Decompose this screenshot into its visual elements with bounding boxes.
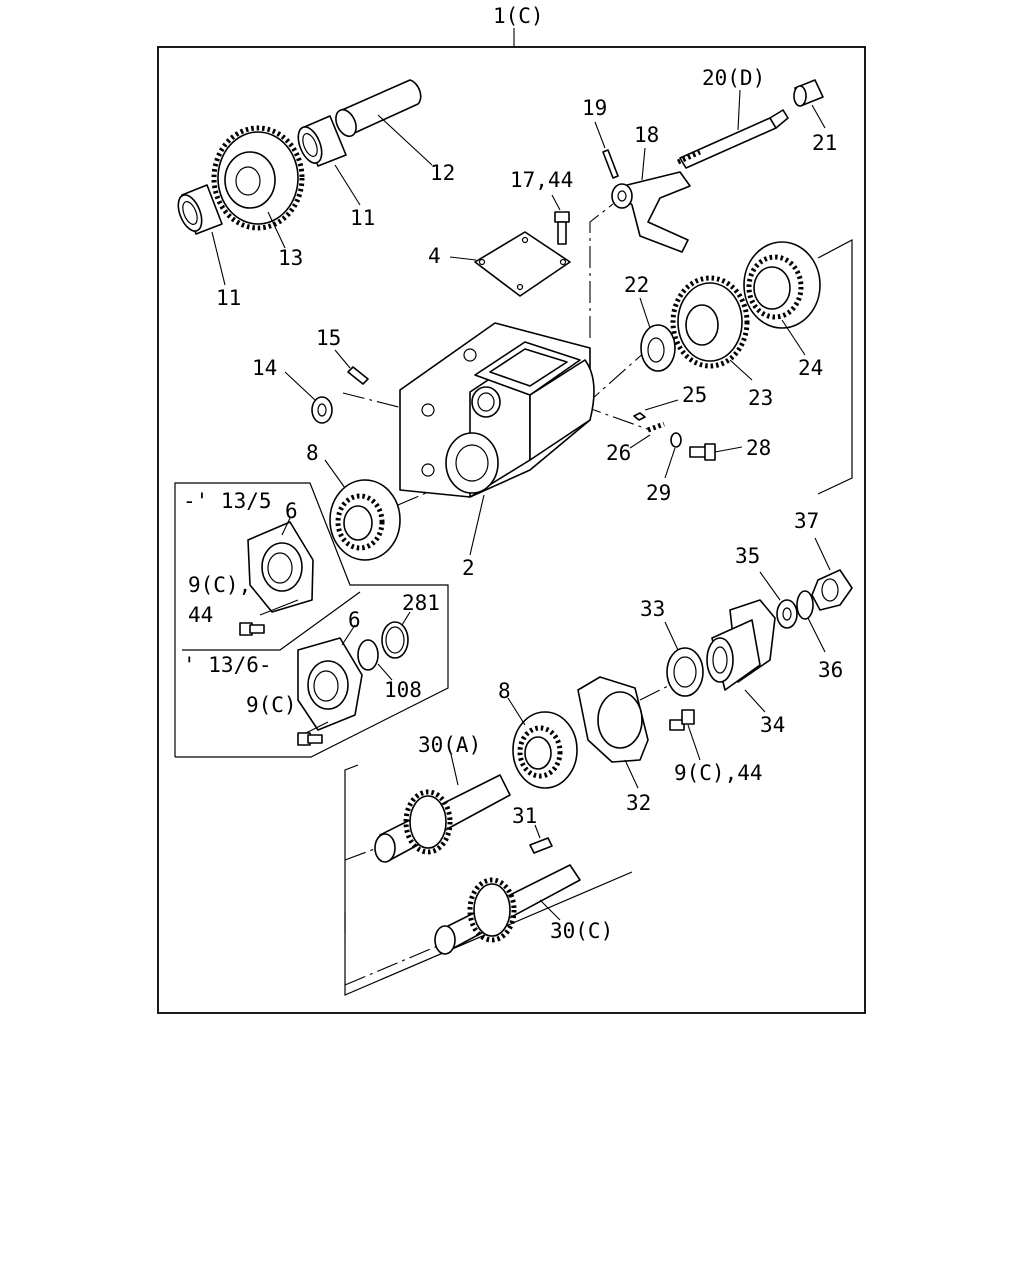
part-19-pin	[594, 121, 619, 179]
variant-label-before: -' 13/5	[183, 489, 272, 513]
callout-11a: 11	[350, 206, 375, 230]
callout-12: 12	[430, 161, 455, 185]
part-34-output-housing	[706, 599, 776, 713]
callout-15: 15	[316, 326, 341, 350]
callout-8a: 8	[306, 441, 319, 465]
callout-36: 36	[818, 658, 843, 682]
callout-6b: 6	[348, 608, 361, 632]
callout-11b: 11	[216, 286, 241, 310]
callout-33: 33	[640, 597, 665, 621]
callout-6a: 6	[285, 499, 298, 523]
callout-9b: 9(C)	[246, 693, 297, 717]
part-18-shift-fork	[611, 147, 691, 253]
callout-21: 21	[812, 131, 837, 155]
callout-281: 281	[402, 591, 440, 615]
callout-37: 37	[794, 509, 819, 533]
callout-9a: 9(C),	[188, 573, 251, 597]
part-9-bolt-before	[239, 622, 265, 636]
callout-25: 25	[682, 383, 707, 407]
part-6-flange-before	[247, 517, 314, 616]
diagram-frame	[157, 46, 866, 1014]
callout-2: 2	[462, 556, 475, 580]
callout-31: 31	[512, 804, 537, 828]
alignment-lines	[342, 203, 669, 986]
part-30a-shaft	[374, 749, 511, 863]
part-9-bolt-after	[297, 732, 323, 746]
part-17-bolt	[551, 194, 570, 245]
part-25-pin	[633, 399, 679, 421]
part-22-washer	[639, 297, 676, 372]
callout-18: 18	[634, 123, 659, 147]
callout-30c: 30(C)	[550, 919, 613, 943]
callout-108: 108	[384, 678, 422, 702]
callout-17: 17,44	[510, 168, 573, 192]
part-8-bearing-upper	[324, 459, 401, 561]
part-31-key	[529, 824, 553, 854]
part-12-shaft	[335, 79, 433, 166]
part-4-cover-plate	[449, 231, 571, 297]
callout-29: 29	[646, 481, 671, 505]
callout-26: 26	[606, 441, 631, 465]
part-9-bolt-right	[669, 709, 701, 761]
callout-28: 28	[746, 436, 771, 460]
part-2-housing	[399, 322, 595, 556]
part-24-sleeve	[743, 241, 821, 356]
part-37-nut	[811, 537, 853, 611]
part-26-spring	[629, 421, 665, 449]
assembly-label: 1(C)	[493, 4, 544, 28]
bracket-right	[817, 239, 853, 495]
part-11-bearing-upper	[297, 115, 361, 206]
callout-20: 20(D)	[702, 66, 765, 90]
part-6-flange-after	[297, 624, 363, 736]
callout-14: 14	[252, 356, 277, 380]
callout-30a: 30(A)	[418, 733, 481, 757]
part-20-shift-rod	[676, 89, 789, 169]
callout-labels: 2 4 6 6 8 8 9(C), 44 9(C) 9(C),44 11 11 …	[188, 66, 843, 943]
part-13-helical-gear	[211, 125, 305, 249]
part-35-washer	[759, 571, 798, 629]
part-15-pin	[334, 349, 369, 385]
variant-label-after: ' 13/6-	[183, 653, 272, 677]
callout-9c: 9(C),44	[674, 761, 763, 785]
callout-19: 19	[582, 96, 607, 120]
part-36-snap-ring	[796, 590, 826, 653]
callout-8b: 8	[498, 679, 511, 703]
part-28-bolt	[689, 443, 743, 461]
part-32-flange-plate	[577, 676, 649, 789]
part-21-bushing	[793, 79, 826, 129]
part-33-oil-seal	[664, 621, 704, 697]
callout-4: 4	[428, 244, 441, 268]
callout-24: 24	[798, 356, 823, 380]
part-14-washer	[284, 371, 333, 424]
callout-22: 22	[624, 273, 649, 297]
callout-32: 32	[626, 791, 651, 815]
callout-35: 35	[735, 544, 760, 568]
callout-34: 34	[760, 713, 785, 737]
part-281-o-ring	[381, 611, 411, 659]
callout-44a: 44	[188, 603, 213, 627]
callout-23: 23	[748, 386, 773, 410]
part-108-snap-ring	[357, 639, 393, 681]
variant-subframe: -' 13/5 ' 13/6-	[174, 482, 449, 758]
callout-13: 13	[278, 246, 303, 270]
part-11-bearing-lower	[177, 184, 226, 286]
part-23-gear	[670, 275, 753, 381]
part-29-snap-ring	[664, 432, 682, 479]
part-8-bearing-lower	[507, 697, 578, 789]
part-30c-shaft	[434, 864, 581, 955]
